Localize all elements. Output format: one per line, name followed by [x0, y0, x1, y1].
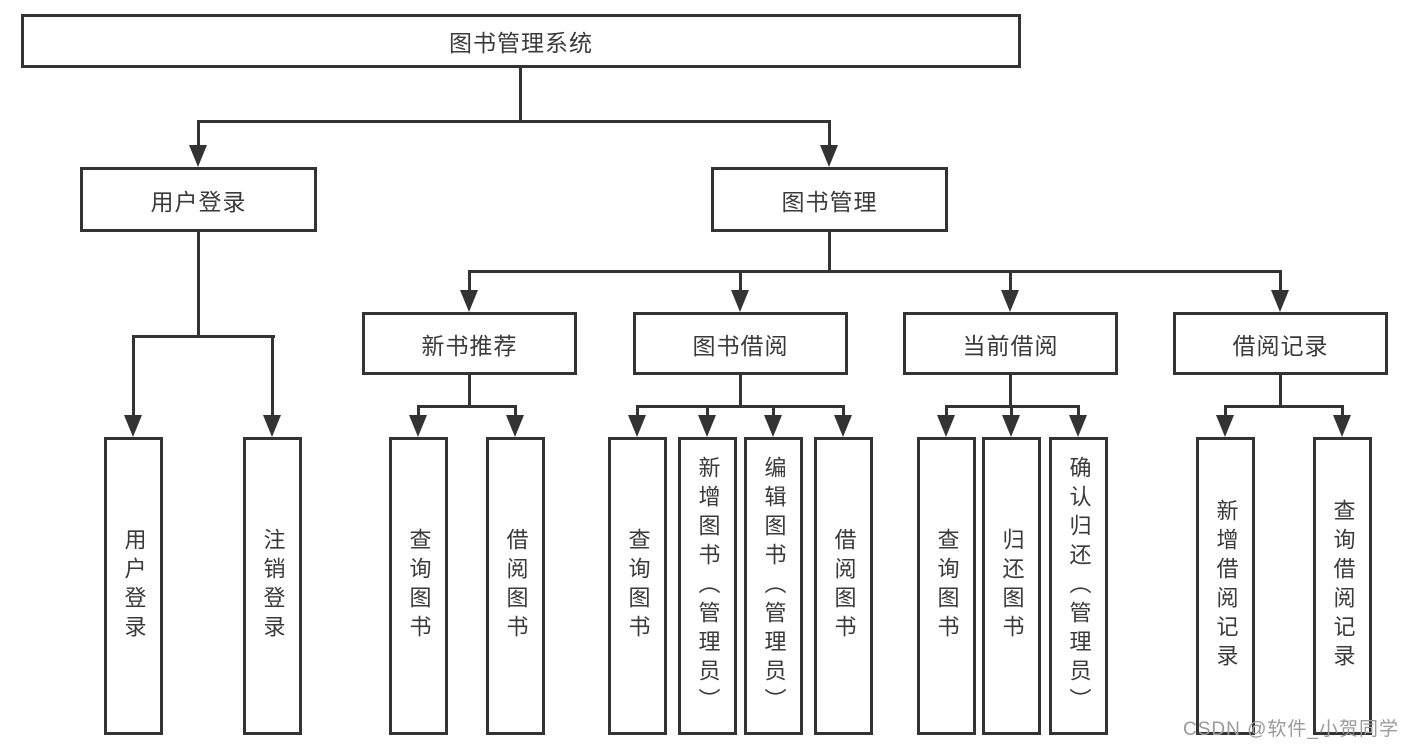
arrow-down-icon — [124, 415, 142, 437]
connector-line — [519, 68, 522, 120]
node-borrow-records-label: 借阅记录 — [1232, 332, 1329, 359]
node-current-borrow-label: 当前借阅 — [962, 332, 1059, 359]
connector-line — [1279, 375, 1282, 408]
arrow-down-icon — [1333, 415, 1351, 437]
leaf-query-borrow-record-label: 查询借阅记录 — [1330, 499, 1356, 673]
node-book-borrow: 图书借阅 — [633, 312, 848, 375]
watermark-text: CSDN @软件_小贺同学 — [1183, 719, 1399, 740]
connector-line — [1224, 405, 1227, 417]
connector-line — [842, 405, 845, 417]
arrow-down-icon — [764, 415, 782, 437]
node-borrow-records: 借阅记录 — [1173, 312, 1388, 375]
connector-line — [197, 120, 200, 148]
leaf-borrow-query-books-label: 查询图书 — [625, 528, 651, 644]
connector-line — [468, 375, 471, 408]
connector-line — [132, 335, 275, 338]
connector-line — [417, 405, 517, 408]
connector-line — [828, 232, 831, 270]
connector-line — [417, 405, 420, 417]
connector-line — [271, 335, 274, 415]
arrow-down-icon — [820, 145, 838, 167]
connector-line — [132, 335, 135, 415]
node-book-borrow-label: 图书借阅 — [692, 332, 789, 359]
node-new-book-recommend: 新书推荐 — [362, 312, 577, 375]
leaf-confirm-return-admin-label: 确认归还（管理员） — [1066, 455, 1092, 717]
arrow-down-icon — [937, 415, 955, 437]
leaf-return-books-label: 归还图书 — [999, 528, 1025, 644]
connector-line — [197, 232, 200, 338]
node-user-login: 用户登录 — [80, 167, 317, 232]
connector-line — [828, 120, 831, 148]
connector-line — [772, 405, 775, 417]
leaf-recommend-query-books: 查询图书 — [389, 437, 448, 735]
arrow-down-icon — [628, 415, 646, 437]
connector-line — [739, 270, 742, 292]
arrow-down-icon — [834, 415, 852, 437]
connector-line — [468, 270, 471, 292]
leaf-borrow-books-label: 借阅图书 — [831, 528, 857, 644]
arrow-down-icon — [189, 145, 207, 167]
arrow-down-icon — [409, 415, 427, 437]
arrow-down-icon — [1216, 415, 1234, 437]
node-root: 图书管理系统 — [21, 14, 1021, 68]
node-new-book-recommend-label: 新书推荐 — [421, 332, 518, 359]
node-user-login-label: 用户登录 — [150, 188, 247, 215]
connector-line — [514, 405, 517, 417]
arrow-down-icon — [731, 290, 749, 312]
leaf-query-borrow-record: 查询借阅记录 — [1313, 437, 1372, 735]
arrow-down-icon — [1002, 415, 1020, 437]
leaf-recommend-borrow-books-label: 借阅图书 — [503, 528, 529, 644]
leaf-logout-label: 注销登录 — [260, 528, 286, 644]
leaf-add-borrow-record-label: 新增借阅记录 — [1213, 499, 1239, 673]
leaf-current-query-books: 查询图书 — [917, 437, 976, 735]
node-current-borrow: 当前借阅 — [903, 312, 1118, 375]
node-book-management-label: 图书管理 — [781, 188, 878, 215]
arrow-down-icon — [1001, 290, 1019, 312]
leaf-edit-books-admin: 编辑图书（管理员） — [744, 437, 803, 735]
node-root-label: 图书管理系统 — [449, 30, 593, 56]
connector-line — [1341, 405, 1344, 417]
leaf-borrow-query-books: 查询图书 — [608, 437, 667, 735]
connector-line — [1077, 405, 1080, 417]
arrow-down-icon — [1069, 415, 1087, 437]
leaf-current-query-books-label: 查询图书 — [934, 528, 960, 644]
connector-line — [739, 375, 742, 408]
leaf-user-login: 用户登录 — [104, 437, 163, 735]
connector-line — [636, 405, 639, 417]
leaf-edit-books-admin-label: 编辑图书（管理员） — [761, 455, 787, 717]
leaf-logout: 注销登录 — [243, 437, 302, 735]
leaf-add-books-admin: 新增图书（管理员） — [678, 437, 737, 735]
leaf-return-books: 归还图书 — [982, 437, 1041, 735]
leaf-recommend-borrow-books: 借阅图书 — [486, 437, 545, 735]
leaf-borrow-books: 借阅图书 — [814, 437, 873, 735]
leaf-add-borrow-record: 新增借阅记录 — [1196, 437, 1255, 735]
arrow-down-icon — [506, 415, 524, 437]
arrow-down-icon — [1271, 290, 1289, 312]
leaf-recommend-query-books-label: 查询图书 — [406, 528, 432, 644]
connector-line — [636, 405, 845, 408]
connector-line — [1009, 270, 1012, 292]
connector-line — [197, 120, 831, 123]
node-book-management: 图书管理 — [711, 167, 948, 232]
connector-line — [1010, 405, 1013, 417]
connector-line — [1009, 375, 1012, 408]
leaf-add-books-admin-label: 新增图书（管理员） — [695, 455, 721, 717]
arrow-down-icon — [460, 290, 478, 312]
connector-line — [706, 405, 709, 417]
arrow-down-icon — [698, 415, 716, 437]
connector-line — [945, 405, 948, 417]
connector-line — [1224, 405, 1344, 408]
leaf-user-login-label: 用户登录 — [121, 528, 147, 644]
leaf-confirm-return-admin: 确认归还（管理员） — [1049, 437, 1108, 735]
connector-line — [468, 270, 1282, 273]
arrow-down-icon — [263, 415, 281, 437]
connector-line — [1279, 270, 1282, 292]
